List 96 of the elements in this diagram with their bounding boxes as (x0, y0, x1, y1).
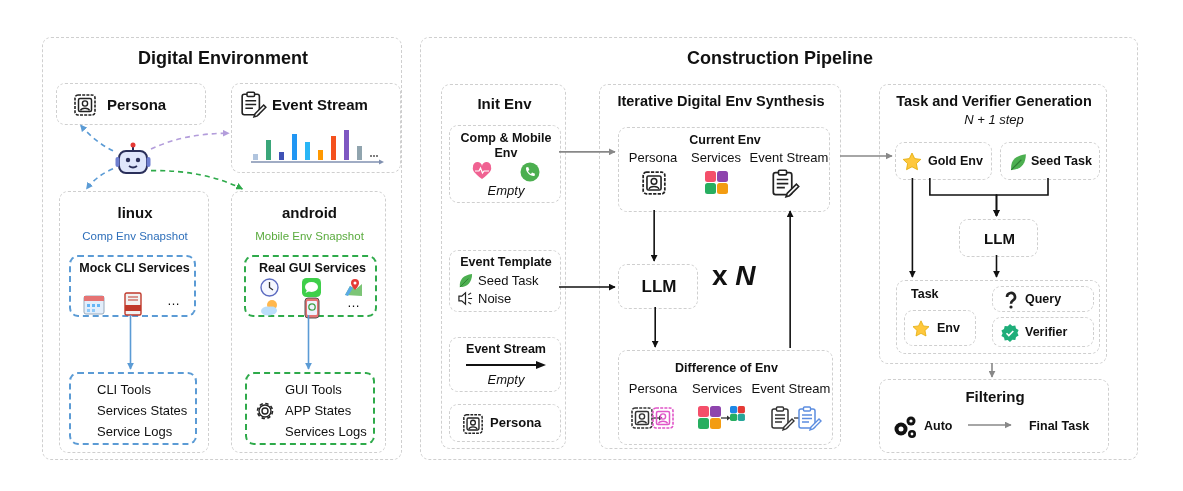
process-box (56, 83, 206, 125)
box-label: Auto (924, 419, 954, 434)
section-panel (420, 37, 1138, 460)
box-title: Persona (490, 415, 543, 431)
group-panel (879, 379, 1109, 453)
box-title: Difference of Env (674, 361, 779, 376)
group-panel (59, 191, 209, 453)
arrow (650, 209, 658, 262)
section-panel (42, 37, 402, 460)
process-box (244, 255, 377, 317)
process-box (618, 127, 830, 212)
box-label: Env (937, 321, 961, 336)
group-title: Task and Verifier Generation (895, 93, 1093, 111)
arrow (908, 177, 916, 278)
arrow (993, 177, 1049, 217)
process-box (618, 350, 833, 445)
box-title: Event Template (459, 255, 553, 270)
process-box (618, 264, 698, 309)
box-label: Services (690, 150, 742, 166)
group-title: Filtering (964, 388, 1026, 406)
box-label: Empty (486, 183, 526, 199)
box-title: LLM (983, 230, 1016, 248)
robot-icon (114, 141, 152, 177)
process-box (69, 255, 196, 317)
process-box (245, 372, 375, 445)
arrow (988, 362, 996, 378)
box-title: LLM (640, 277, 678, 298)
process-box (895, 142, 992, 180)
arrow (786, 210, 794, 349)
box-label: Event Stream (750, 381, 832, 397)
arrow (839, 152, 893, 160)
process-box (992, 317, 1094, 347)
group-title: Init Env (476, 95, 533, 113)
ellipsis-text: … (346, 295, 361, 311)
group-panel (441, 84, 566, 449)
section-title: Digital Environment (137, 48, 309, 70)
process-box (449, 250, 561, 312)
box-label: Query (1025, 292, 1063, 307)
box-label: Service Logs (97, 424, 174, 440)
process-box (992, 286, 1094, 312)
loop-count-label: x N (712, 260, 756, 292)
box-label: Seed Task (478, 273, 540, 289)
ellipsis-text: … (166, 293, 181, 309)
box-title: Comp & Mobile Env (459, 131, 553, 161)
arrow (150, 129, 230, 150)
arrow (127, 314, 134, 370)
box-label: Persona (627, 150, 679, 166)
box-label: Verifier (1025, 325, 1069, 340)
arrow (85, 168, 114, 190)
box-label: Noise (478, 291, 513, 307)
subtitle: N + 1 step (963, 112, 1025, 128)
box-label: Event Stream (748, 150, 830, 166)
box-label: Persona (627, 381, 679, 397)
process-box (449, 404, 561, 442)
group-panel (896, 280, 1100, 354)
arrow (150, 169, 244, 190)
group-title: Task (911, 287, 940, 302)
box-label: GUI Tools (285, 382, 343, 398)
subtitle: Mobile Env Snapshot (254, 230, 365, 244)
box-title: Mock CLI Services (78, 261, 191, 276)
arrow (79, 124, 114, 152)
arrow (305, 314, 312, 370)
box-title: Event Stream (272, 96, 369, 114)
process-box (904, 310, 976, 346)
box-title: Persona (107, 96, 168, 114)
process-box (449, 125, 561, 203)
box-label: Final Task (1027, 419, 1091, 434)
process-box (231, 83, 401, 173)
box-label: CLI Tools (97, 382, 152, 398)
box-label: Seed Task (1031, 154, 1093, 169)
group-title: android (281, 204, 338, 222)
arrow (558, 283, 616, 291)
arrow (558, 148, 616, 156)
arrow (651, 306, 659, 348)
process-box (959, 219, 1038, 257)
arrow (993, 254, 1000, 278)
process-box (449, 337, 561, 392)
box-label: APP States (285, 403, 353, 419)
group-panel (599, 84, 841, 449)
group-panel (231, 191, 386, 453)
subtitle: Comp Env Snapshot (81, 230, 189, 244)
process-box (69, 372, 197, 445)
box-label: Services (691, 381, 743, 397)
box-label: Services Logs (285, 424, 368, 440)
group-panel (879, 84, 1107, 364)
box-label: Gold Env (928, 154, 984, 169)
group-title: linux (116, 204, 154, 222)
box-title: Real GUI Services (258, 261, 367, 276)
process-box (1000, 142, 1100, 180)
box-label: Empty (486, 372, 526, 388)
arrow (967, 421, 1012, 429)
box-title: Current Env (688, 133, 762, 148)
box-title: Event Stream (465, 342, 547, 357)
box-label: Services States (97, 403, 189, 419)
group-title: Iterative Digital Env Synthesis (616, 93, 826, 111)
section-title: Construction Pipeline (686, 48, 874, 70)
